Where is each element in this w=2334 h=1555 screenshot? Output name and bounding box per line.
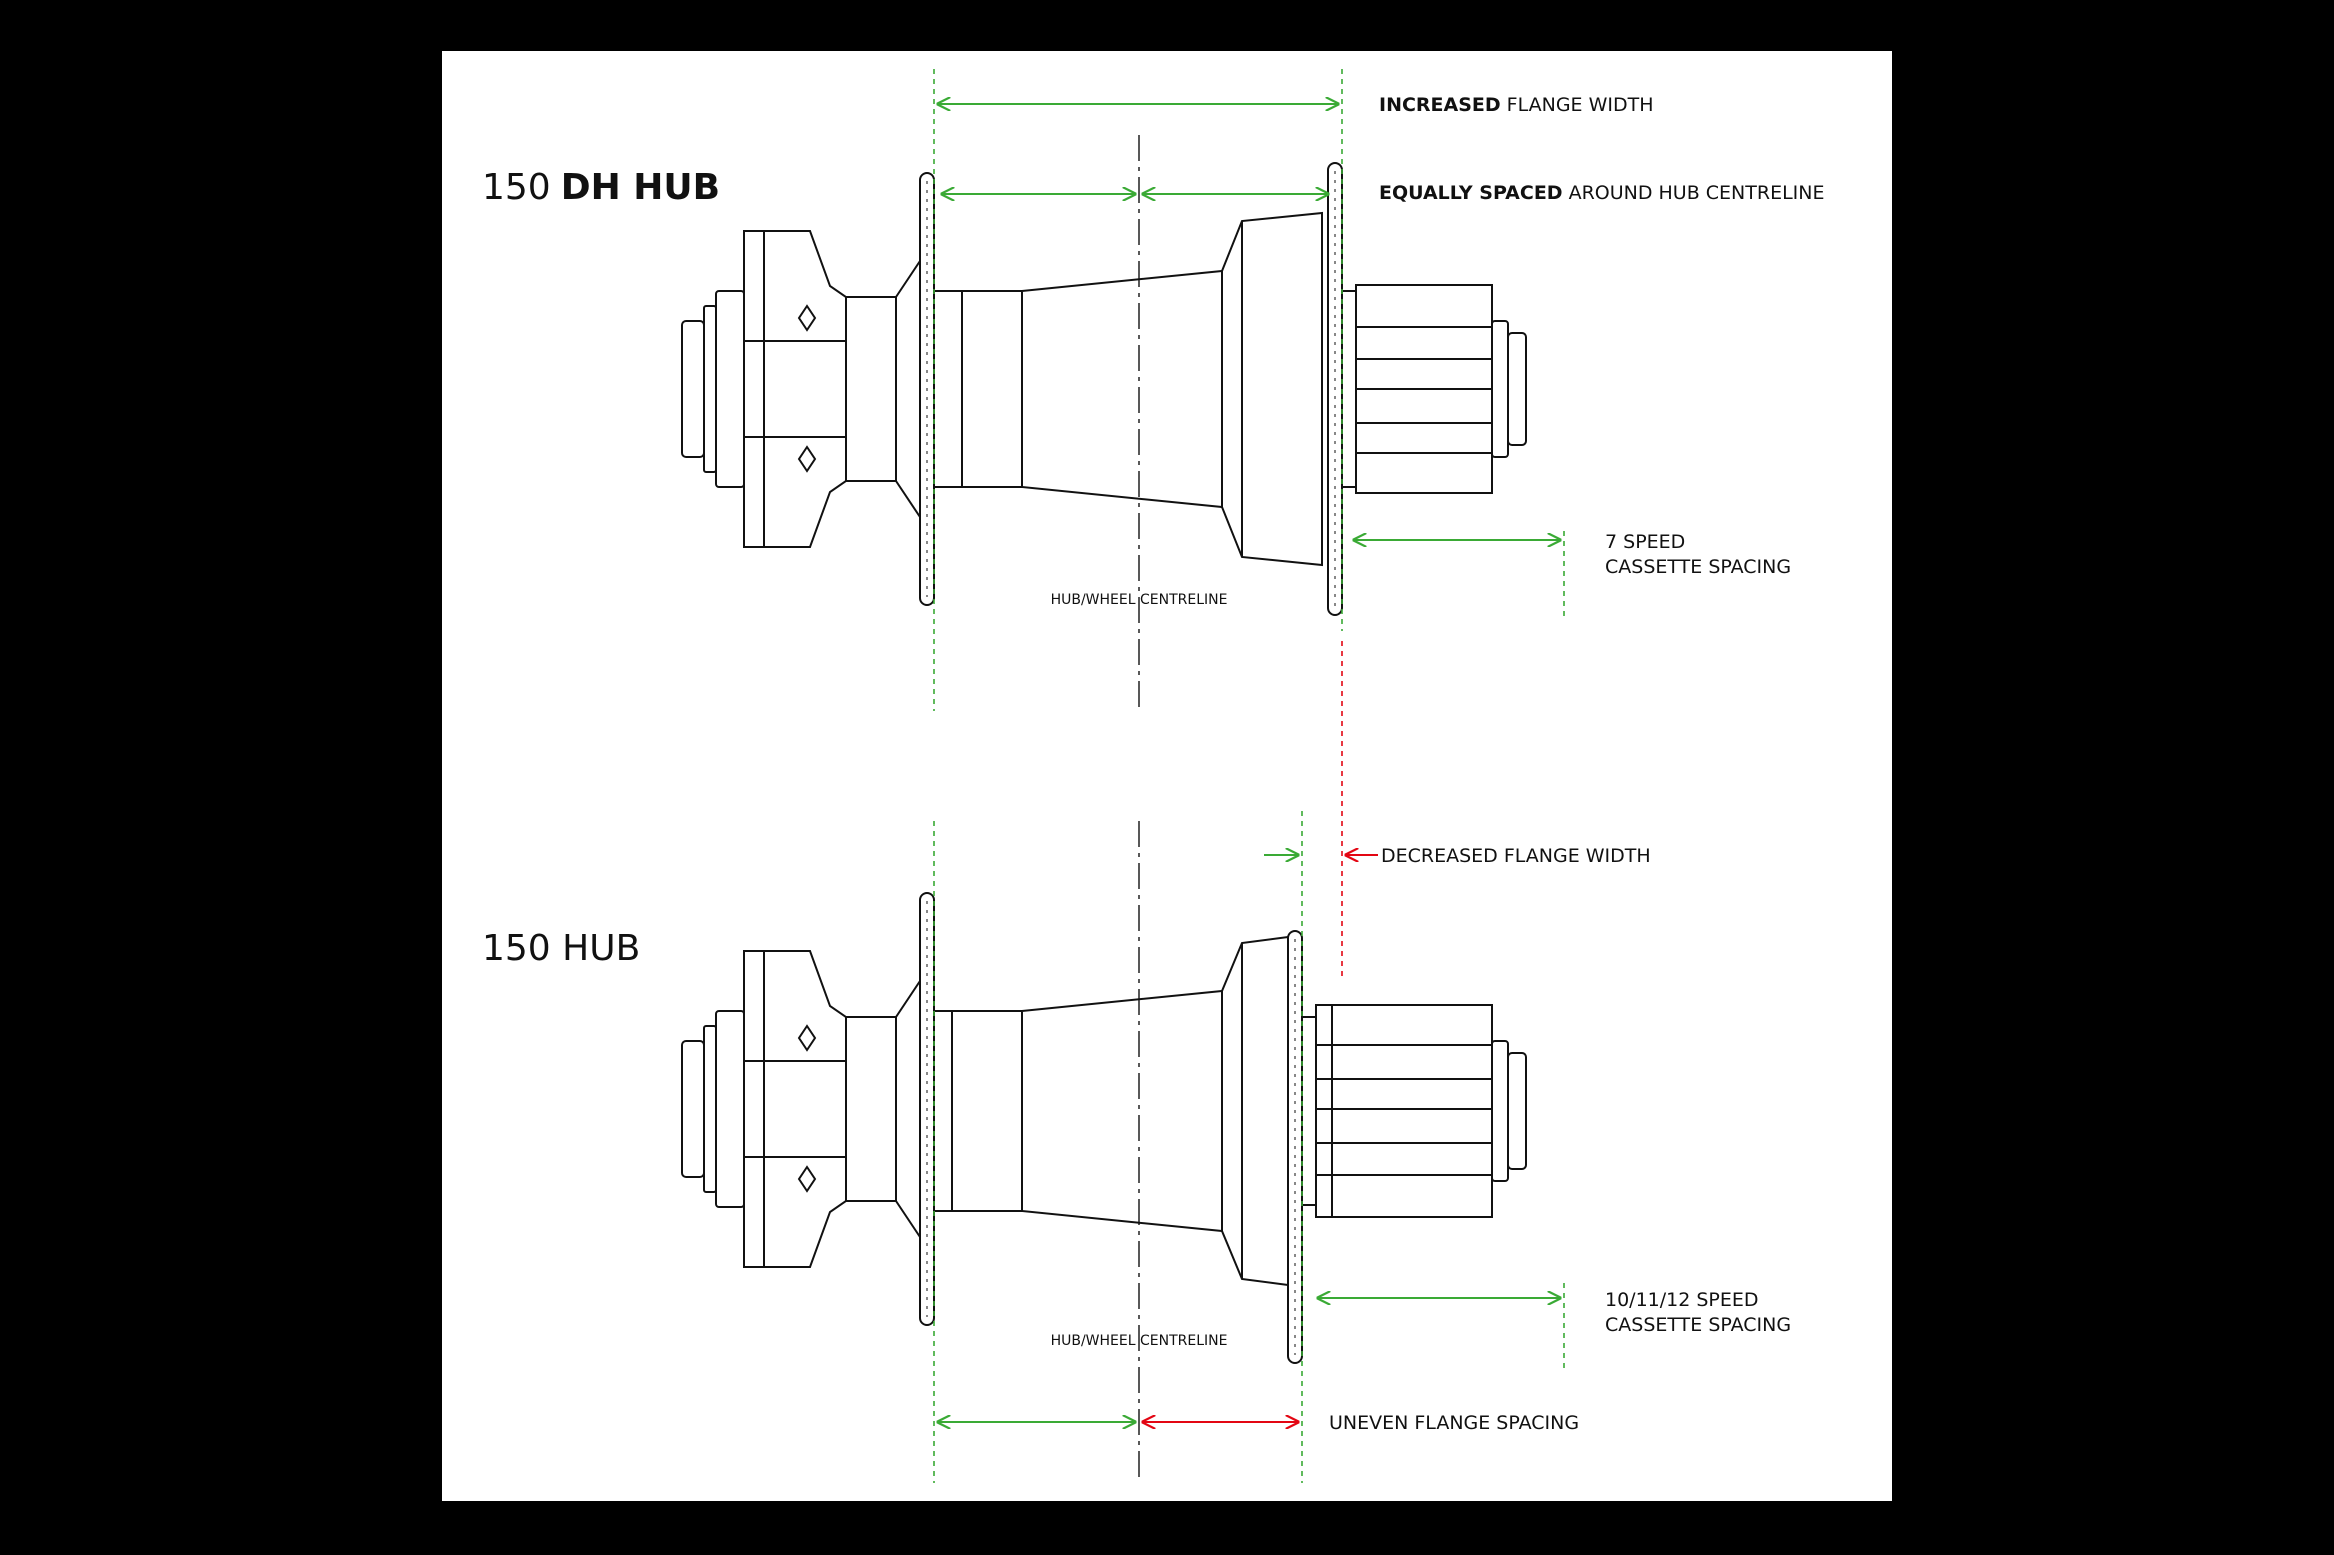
std-hub-section: 150 HUB HUB/WHEEL CE [482, 641, 1791, 1483]
std-hub-centreline-label: HUB/WHEEL CENTRELINE [1051, 1333, 1228, 1349]
dh-hub-centreline-label: HUB/WHEEL CENTRELINE [1051, 592, 1228, 608]
std-hub-title: 150 HUB [482, 928, 640, 969]
std-cassette-label-line2: CASSETTE SPACING [1605, 1314, 1791, 1336]
std-hub-drawing [681, 892, 1527, 1364]
uneven-flange-label: UNEVEN FLANGE SPACING [1329, 1412, 1579, 1434]
dh-hub-drawing [681, 162, 1527, 616]
std-cassette-label-line1: 10/11/12 SPEED [1605, 1289, 1759, 1311]
decreased-flange-label: DECREASED FLANGE WIDTH [1381, 845, 1651, 867]
dh-cassette-label-line1: 7 SPEED [1605, 531, 1685, 553]
dh-cassette-label-line2: CASSETTE SPACING [1605, 556, 1791, 578]
